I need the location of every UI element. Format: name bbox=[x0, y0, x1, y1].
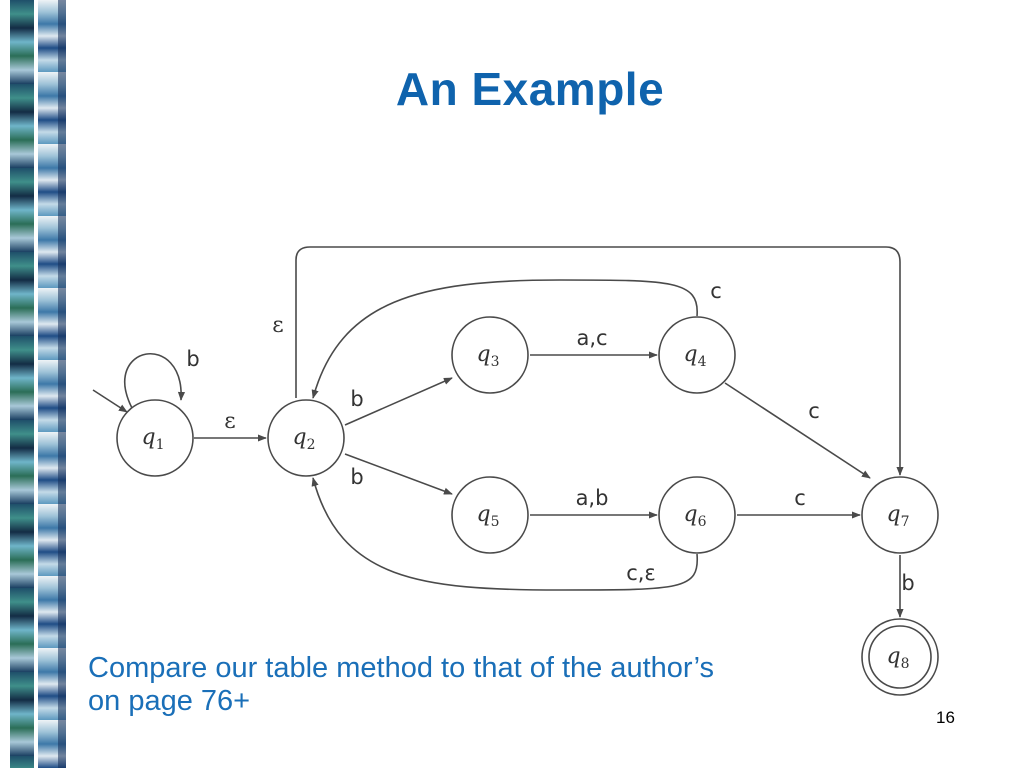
page-number: 16 bbox=[936, 708, 955, 727]
caption-line-2: on page 76+ bbox=[88, 685, 251, 717]
state-q4: q4 bbox=[658, 316, 736, 394]
state-q8: q8 bbox=[861, 618, 939, 696]
transition-label-q2-q7: ε bbox=[272, 313, 283, 338]
transition-label-q2-q5: b bbox=[350, 465, 363, 489]
transition-label-q6-q2: c,ε bbox=[626, 561, 656, 585]
slide-title: An Example bbox=[395, 63, 665, 115]
transition-label-q6-q7: c bbox=[794, 486, 806, 510]
decorative-strip-left bbox=[10, 0, 34, 768]
transition-q2-q3 bbox=[344, 377, 453, 426]
transition-label-q1-q1: b bbox=[186, 347, 199, 371]
state-q3: q3 bbox=[451, 316, 529, 394]
transition-label-q3-q4: a,c bbox=[576, 326, 607, 350]
state-q1: q1 bbox=[116, 399, 194, 477]
transition-q6-q2 bbox=[311, 477, 699, 591]
transition-label-q7-q8: b bbox=[901, 571, 914, 595]
state-q7: q7 bbox=[861, 476, 939, 554]
transition-label-q4-q2: c bbox=[710, 279, 722, 303]
transition-q4-q2 bbox=[311, 279, 698, 399]
transition-label-q5-q6: a,b bbox=[576, 486, 609, 510]
start-arrow bbox=[92, 389, 128, 413]
decorative-strip-edge bbox=[58, 0, 66, 768]
transition-label-q2-q3: b bbox=[350, 387, 363, 411]
transition-q4-q7 bbox=[724, 382, 871, 479]
transition-label-q4-q7: c bbox=[808, 399, 820, 423]
state-q5: q5 bbox=[451, 476, 529, 554]
transition-q2-q5 bbox=[344, 453, 453, 495]
state-q2: q2 bbox=[267, 399, 345, 477]
transition-label-q1-q2: ε bbox=[224, 409, 235, 434]
state-q6: q6 bbox=[658, 476, 736, 554]
transition-q2-q7 bbox=[295, 246, 904, 476]
caption-line-1: Compare our table method to that of the … bbox=[88, 652, 715, 684]
caption: Compare our table method to that of the … bbox=[88, 652, 848, 718]
transition-q1-q1 bbox=[124, 353, 186, 409]
